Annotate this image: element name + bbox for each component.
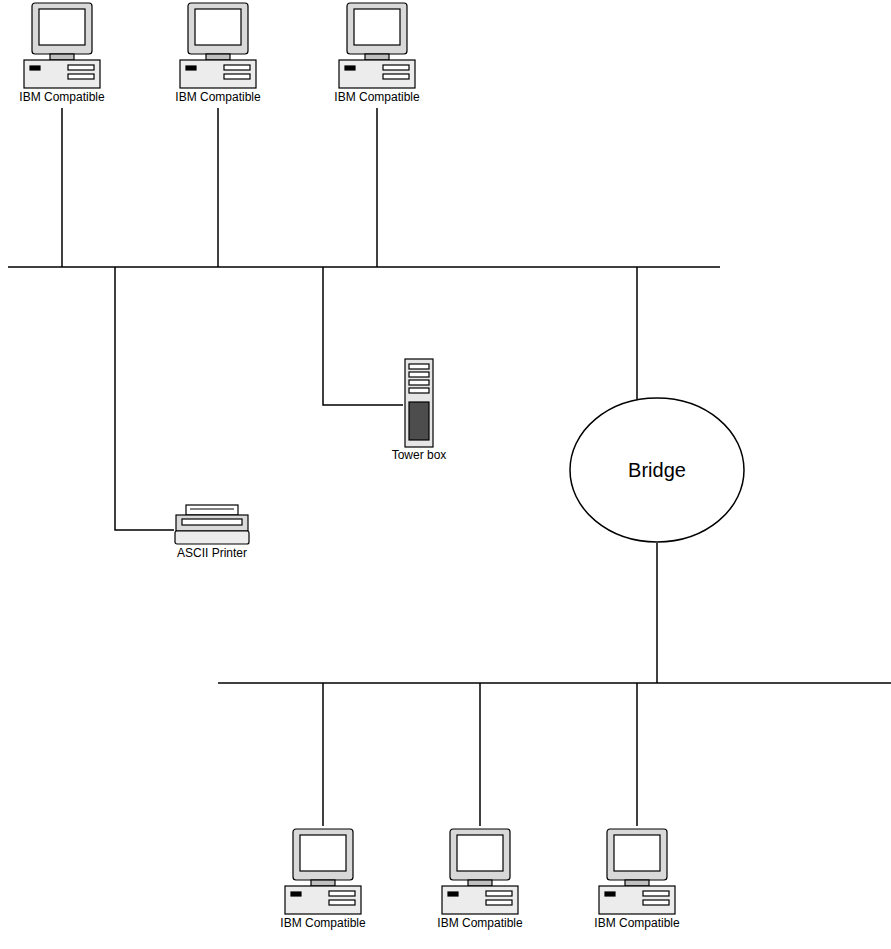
drive-slot (224, 74, 250, 79)
power-light (345, 66, 355, 70)
device-label: IBM Compatible (331, 90, 423, 104)
drive-bay (409, 364, 429, 369)
computer-node: IBM Compatible (331, 2, 423, 104)
pc-icon (22, 2, 102, 90)
monitor-case (607, 829, 667, 880)
drop-line (636, 683, 638, 826)
monitor-stand (50, 54, 74, 60)
printer-node: ASCII Printer (171, 504, 253, 560)
tower-icon (403, 358, 435, 448)
drive-bay (409, 380, 429, 385)
computer-node: IBM Compatible (591, 828, 683, 930)
drive-slot (68, 74, 94, 79)
drop-line (656, 543, 658, 683)
monitor-case (32, 3, 92, 54)
monitor-case (450, 829, 510, 880)
drop-line (217, 108, 219, 267)
power-light (605, 892, 615, 896)
drop-line (322, 683, 324, 826)
drive-slot (643, 891, 669, 896)
device-label: Tower box (389, 448, 450, 462)
power-light (448, 892, 458, 896)
system-unit (180, 60, 256, 88)
tower-case (405, 359, 433, 447)
monitor-screen (39, 9, 85, 45)
monitor-stand (311, 880, 335, 886)
monitor-screen (195, 9, 241, 45)
printer-base (175, 531, 249, 544)
device-label: ASCII Printer (171, 546, 253, 560)
computer-node: IBM Compatible (277, 828, 369, 930)
drive-slot (643, 900, 669, 905)
monitor-stand (206, 54, 230, 60)
system-unit (599, 886, 675, 914)
drive-bay (409, 372, 429, 377)
monitor-stand (365, 54, 389, 60)
pc-icon (597, 828, 677, 916)
power-light (30, 66, 40, 70)
system-unit (24, 60, 100, 88)
system-unit (442, 886, 518, 914)
drive-slot (224, 65, 250, 70)
drive-slot (383, 65, 409, 70)
bottom-bus (218, 682, 891, 684)
drop-line (323, 267, 403, 405)
device-label: IBM Compatible (172, 90, 264, 104)
system-unit (339, 60, 415, 88)
printer-slot (182, 519, 242, 525)
drop-line (115, 267, 174, 530)
printer-top (176, 515, 248, 531)
power-light (291, 892, 301, 896)
computer-node: IBM Compatible (16, 2, 108, 104)
drop-line (61, 108, 63, 267)
bridge-label: Bridge (628, 458, 686, 482)
drive-slot (68, 65, 94, 70)
paper-line (190, 508, 234, 509)
drive-slot (486, 891, 512, 896)
drive-slot (329, 900, 355, 905)
device-label: IBM Compatible (591, 916, 683, 930)
drive-slot (329, 891, 355, 896)
bridge-ellipse: Bridge (569, 397, 745, 543)
tower-node: Tower box (389, 358, 450, 462)
drive-bay (409, 388, 429, 393)
device-label: IBM Compatible (16, 90, 108, 104)
monitor-case (293, 829, 353, 880)
power-light (186, 66, 196, 70)
monitor-stand (625, 880, 649, 886)
monitor-screen (614, 835, 660, 871)
drive-slot (486, 900, 512, 905)
printer-icon (174, 504, 250, 546)
monitor-screen (300, 835, 346, 871)
system-unit (285, 886, 361, 914)
bridge-ellipse-shape (570, 398, 744, 542)
monitor-screen (354, 9, 400, 45)
drive-slot (383, 74, 409, 79)
pc-icon (178, 2, 258, 90)
computer-node: IBM Compatible (434, 828, 526, 930)
drop-line (376, 108, 378, 267)
drop-line (636, 267, 638, 399)
monitor-screen (457, 835, 503, 871)
device-label: IBM Compatible (434, 916, 526, 930)
tower-panel (409, 402, 429, 440)
computer-node: IBM Compatible (172, 2, 264, 104)
device-label: IBM Compatible (277, 916, 369, 930)
monitor-case (347, 3, 407, 54)
pc-icon (337, 2, 417, 90)
drop-line (479, 683, 481, 826)
monitor-case (188, 3, 248, 54)
pc-icon (283, 828, 363, 916)
paper-sheet (186, 505, 238, 515)
pc-icon (440, 828, 520, 916)
monitor-stand (468, 880, 492, 886)
